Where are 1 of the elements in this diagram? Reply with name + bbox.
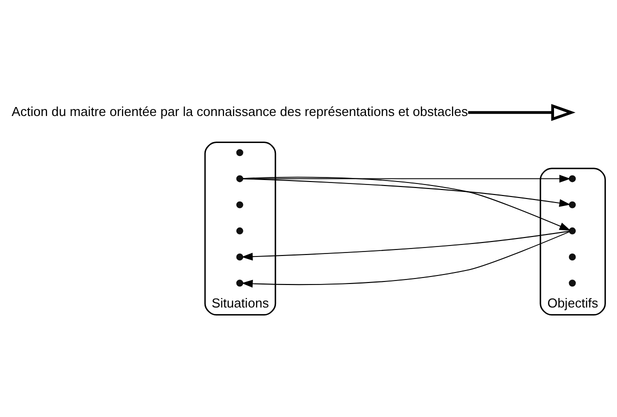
- node-text: Action du maitre orientée par la connaissance des représentations et obstacles: [12, 103, 468, 118]
